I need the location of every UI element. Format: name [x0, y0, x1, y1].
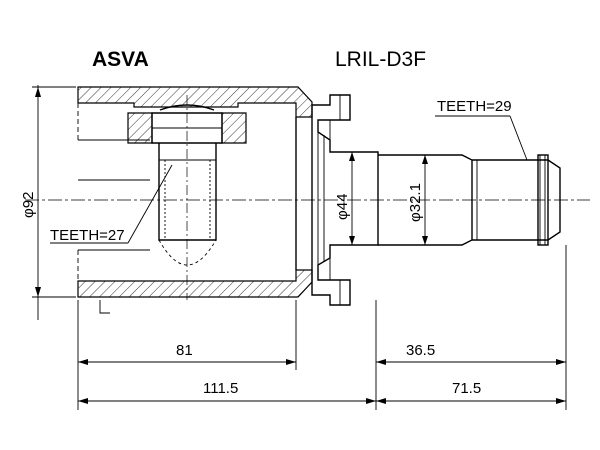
part-number-label: LRIL-D3F [335, 48, 426, 71]
housing [77, 86, 313, 314]
brand-label: ASVA [92, 48, 149, 71]
dim-housing-diameter: φ92 [20, 85, 76, 320]
teeth-outer-callout: TEETH=29 [435, 98, 528, 161]
housing-length-label: 81 [176, 342, 193, 359]
dim-shaft-diameter: φ32.1 [407, 155, 428, 245]
dim-total-right: 71.5 [376, 380, 566, 404]
dim-shaft-length: 36.5 [376, 342, 566, 365]
dim-housing-length: 81 [78, 342, 296, 365]
dim-total-left: 111.5 [78, 380, 376, 404]
total-left-label: 111.5 [203, 380, 238, 397]
flange [311, 94, 379, 306]
teeth-outer-label: TEETH=29 [437, 98, 512, 115]
tripod-roller [127, 95, 247, 300]
teeth-inner-callout: TEETH=27 [50, 164, 173, 244]
total-right-label: 71.5 [452, 380, 481, 397]
flange-diameter-label: φ44 [334, 194, 351, 220]
teeth-inner-label: TEETH=27 [50, 227, 125, 244]
dim-flange-diameter: φ44 [334, 152, 355, 245]
housing-diameter-label: φ92 [20, 192, 37, 218]
output-shaft [378, 154, 561, 246]
shaft-length-label: 36.5 [406, 342, 435, 359]
shaft-diameter-label: φ32.1 [407, 183, 424, 222]
